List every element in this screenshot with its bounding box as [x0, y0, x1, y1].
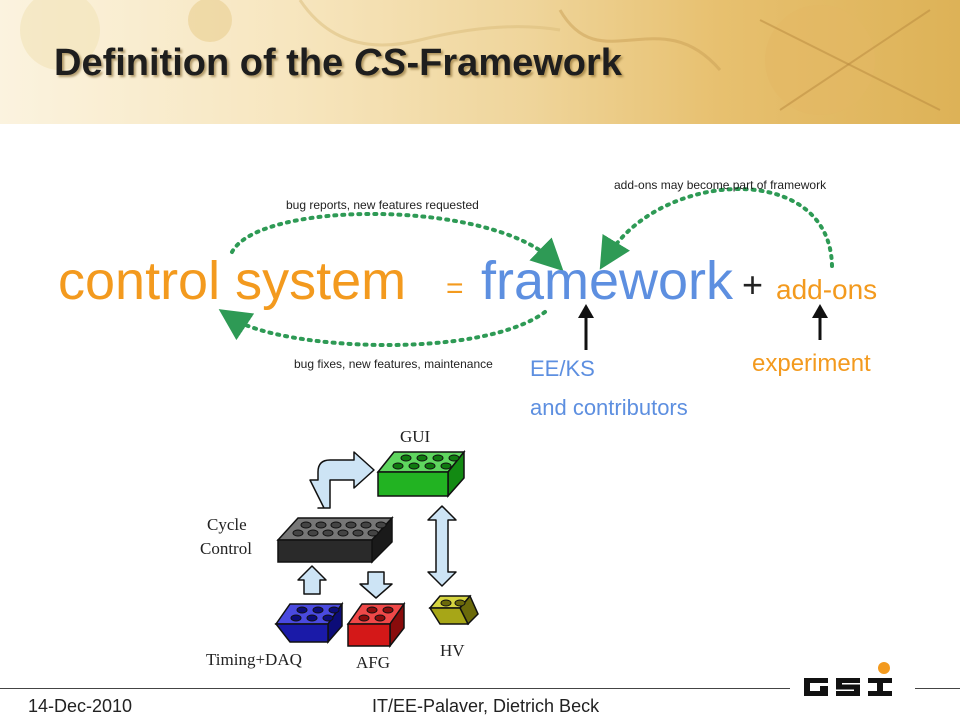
control-label: Control [200, 539, 252, 558]
bug-reports-label: bug reports, new features requested [286, 198, 479, 212]
control-system-text: control system [58, 251, 407, 311]
addons-part-label: add-ons may become part of framework [614, 178, 827, 192]
cycle-control-brick [276, 516, 394, 564]
eeks-label: EE/KS [530, 356, 595, 381]
hv-brick [428, 594, 479, 626]
arrow-cycle-gui [309, 451, 375, 509]
footer-center: IT/EE-Palaver, Dietrich Beck [372, 696, 600, 716]
gsi-logo [804, 662, 892, 696]
hv-label: HV [440, 641, 465, 660]
equals-sign: = [446, 272, 464, 305]
bug-fixes-label: bug fixes, new features, maintenance [294, 357, 493, 371]
afg-label: AFG [356, 653, 391, 672]
cycle-label: Cycle [207, 515, 247, 534]
arrow-bug-reports [230, 212, 564, 272]
timing-daq-brick [274, 601, 344, 644]
banner-decoration [20, 0, 941, 115]
arrow-cycle-afg [359, 571, 393, 599]
footer-divider-left [0, 688, 790, 689]
plus-sign: + [742, 264, 764, 305]
arrow-timing-cycle [297, 565, 327, 595]
arrow-gui-hv [427, 505, 457, 587]
timing-daq-label: Timing+DAQ [206, 650, 302, 669]
afg-brick [346, 601, 406, 649]
experiment-label: experiment [752, 350, 871, 377]
page-title: Definition of the CS-Framework [54, 42, 622, 84]
addons-text: add-ons [776, 274, 878, 305]
gui-label: GUI [400, 427, 431, 446]
arrow-addons-part [599, 187, 834, 270]
gui-brick [376, 449, 466, 498]
footer-date: 14-Dec-2010 [28, 696, 133, 716]
header-banner: Definition of the CS-Framework [0, 0, 960, 124]
arrow-bug-fixes [218, 309, 547, 347]
footer-divider-right [915, 688, 960, 689]
framework-text: framework [481, 251, 734, 311]
contributors-label: and contributors [530, 395, 688, 420]
